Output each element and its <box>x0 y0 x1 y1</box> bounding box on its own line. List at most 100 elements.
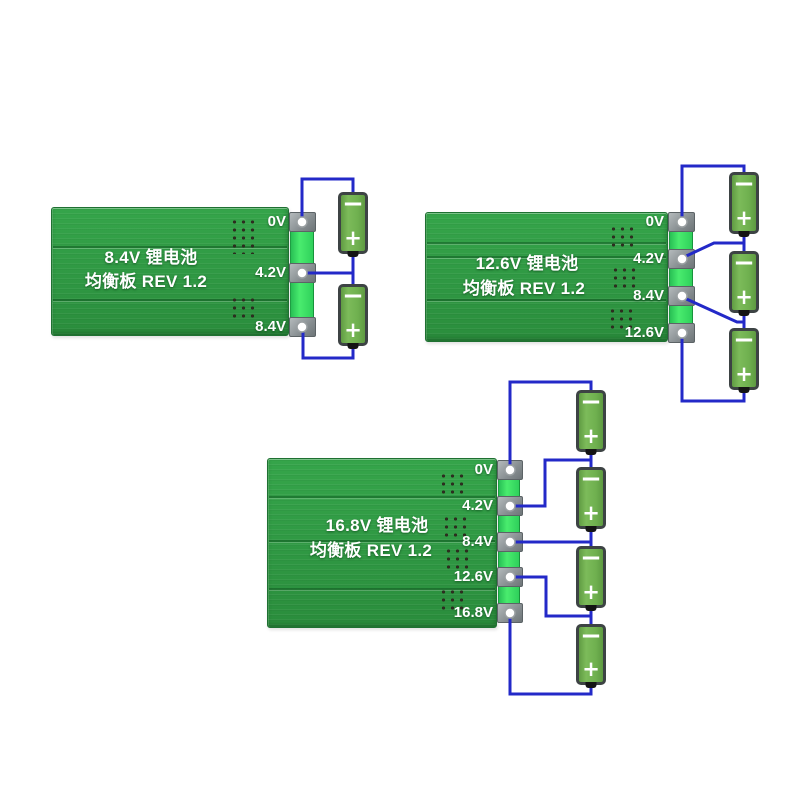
via-dot-grid <box>440 513 468 537</box>
battery-plus-label: + <box>735 362 753 386</box>
battery-minus-label: − <box>580 387 602 417</box>
via-dot-grid <box>606 305 635 333</box>
terminal-voltage-label: 12.6V <box>453 568 493 585</box>
via-dot-grid <box>442 545 470 569</box>
via-dot-grid <box>228 294 257 322</box>
wire-12-6v-to-cell3 <box>680 335 746 403</box>
wire-0v-to-cell1 <box>300 177 355 224</box>
battery-minus-label: − <box>580 464 602 494</box>
battery-pole-nub <box>585 605 597 611</box>
terminal-hole <box>504 571 516 583</box>
via-dot-grid <box>609 264 638 292</box>
board-title-voltage-line: 16.8V 锂电池 <box>325 516 429 535</box>
battery-cell: − + <box>729 325 759 393</box>
battery-minus-label: − <box>580 543 602 573</box>
pcb-trace-divider <box>269 588 495 590</box>
solder-tab-strip <box>669 268 693 287</box>
battery-pole-nub <box>585 682 597 688</box>
battery-cell: − + <box>576 464 606 532</box>
battery-minus-label: − <box>733 325 755 355</box>
via-dot-grid <box>228 216 257 254</box>
terminal-voltage-label: 8.4V <box>462 533 493 550</box>
wire-12-6v-to-junction <box>510 575 591 618</box>
solder-tab-strip <box>498 515 520 533</box>
battery-plus-label: + <box>582 657 600 681</box>
terminal-hole <box>676 290 688 302</box>
terminal-hole <box>504 500 516 512</box>
pcb-trace-divider <box>427 242 666 244</box>
solder-tab-strip <box>498 551 520 568</box>
pcb-trace-divider <box>53 246 287 248</box>
battery-plus-label: + <box>344 226 362 250</box>
terminal-voltage-label: 0V <box>267 213 286 230</box>
wire-junction-to-4-2v <box>681 241 744 260</box>
via-dot-grid <box>437 586 465 612</box>
battery-plus-label: + <box>582 580 600 604</box>
battery-minus-label: − <box>580 621 602 651</box>
terminal-voltage-label: 0V <box>645 213 664 230</box>
wire-16-8v-to-cell4 <box>508 615 593 696</box>
board-title-rev-line: 均衡板 REV 1.2 <box>309 541 433 560</box>
terminal-hole <box>504 464 516 476</box>
battery-cell: − + <box>338 281 368 349</box>
battery-pole-nub <box>347 251 359 257</box>
battery-pole-nub <box>738 231 750 237</box>
battery-cell: − + <box>729 248 759 316</box>
board-title-voltage-line: 12.6V 锂电池 <box>475 254 579 273</box>
wire-8-4v-to-junction <box>681 295 744 324</box>
battery-pole-nub <box>585 449 597 455</box>
terminal-hole <box>504 607 516 619</box>
solder-tab-strip <box>498 479 520 497</box>
board-title-rev-line: 均衡板 REV 1.2 <box>462 279 586 298</box>
battery-cell: − + <box>576 387 606 455</box>
pcb-trace-divider <box>269 540 495 542</box>
via-dot-grid <box>607 223 636 251</box>
battery-minus-label: − <box>342 281 364 311</box>
pcb-trace-divider <box>53 299 287 301</box>
battery-plus-label: + <box>344 318 362 342</box>
battery-pole-nub <box>738 310 750 316</box>
battery-pole-nub <box>585 526 597 532</box>
battery-minus-label: − <box>342 189 364 219</box>
battery-plus-label: + <box>582 424 600 448</box>
terminal-hole <box>504 536 516 548</box>
battery-plus-label: + <box>582 501 600 525</box>
terminal-voltage-label: 12.6V <box>624 324 664 341</box>
terminal-hole <box>676 327 688 339</box>
battery-cell: − + <box>576 621 606 688</box>
terminal-voltage-label: 4.2V <box>255 264 286 281</box>
wire-cell2-to-8-4v <box>301 326 355 360</box>
solder-tab-strip <box>669 231 693 250</box>
battery-minus-label: − <box>733 248 755 278</box>
solder-tab-strip <box>498 586 520 604</box>
terminal-hole <box>296 321 308 333</box>
terminal-hole <box>676 216 688 228</box>
battery-plus-label: + <box>735 285 753 309</box>
board-title-voltage-line: 8.4V 锂电池 <box>104 248 198 267</box>
solder-tab-strip <box>669 305 693 324</box>
terminal-hole <box>296 267 308 279</box>
pcb-trace-divider <box>269 496 495 498</box>
terminal-voltage-label: 4.2V <box>633 250 664 267</box>
battery-cell: − + <box>338 189 368 257</box>
terminal-voltage-label: 8.4V <box>255 318 286 335</box>
wire-0v-to-cell1 <box>508 380 593 468</box>
wire-0v-to-cell1 <box>680 164 746 224</box>
solder-tab-strip <box>290 231 314 264</box>
wire-4-2v-to-junction <box>510 458 591 508</box>
battery-minus-label: − <box>733 169 755 199</box>
solder-tab-strip <box>290 282 314 318</box>
battery-cell: − + <box>576 543 606 611</box>
terminal-voltage-label: 4.2V <box>462 497 493 514</box>
battery-pole-nub <box>738 387 750 393</box>
battery-cell: − + <box>729 169 759 237</box>
terminal-voltage-label: 0V <box>474 461 493 478</box>
pcb-trace-divider <box>427 256 666 258</box>
terminal-voltage-label: 16.8V <box>453 604 493 621</box>
terminal-voltage-label: 8.4V <box>633 287 664 304</box>
